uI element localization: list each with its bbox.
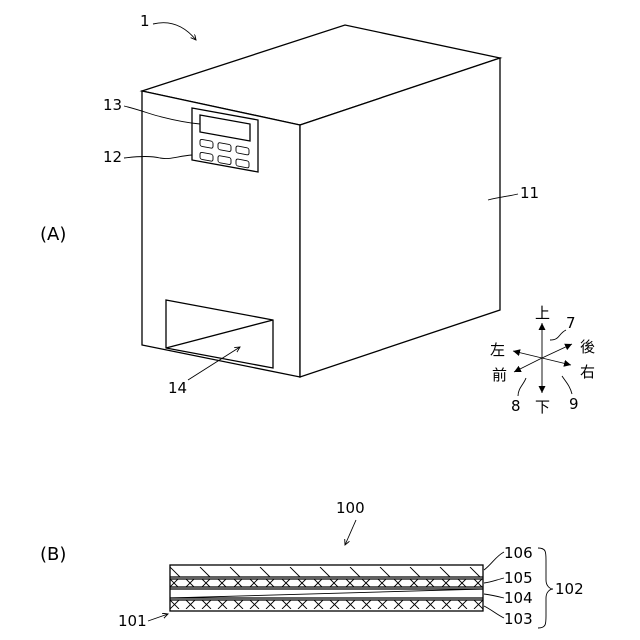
ref-axis-9-leader: [562, 376, 572, 394]
dir-back-label: 後: [580, 338, 595, 356]
figure-b-label: (B): [40, 544, 66, 565]
ref-axis-7-leader: [550, 330, 566, 340]
arrow-right: [542, 358, 571, 365]
figure-a-label: (A): [40, 224, 66, 245]
ref-axis-7-label: 7: [566, 314, 576, 332]
dir-right-label: 右: [580, 363, 595, 381]
layer-103-hatch: [170, 600, 483, 609]
arrow-back: [542, 344, 572, 358]
ref-casing-label: 11: [520, 184, 539, 202]
ref-106-label: 106: [504, 544, 533, 562]
layer-104-hatch: [170, 589, 483, 598]
arrow-left: [513, 351, 542, 358]
ref-103-leader: [484, 606, 504, 618]
ref-outlet-label: 14: [168, 379, 187, 397]
layer-103: [170, 600, 483, 609]
ref-105-leader: [484, 578, 504, 583]
figure-a: (A) 1 13: [40, 12, 595, 416]
layer-104: [170, 589, 483, 598]
ref-106-leader: [484, 552, 504, 570]
dir-left-label: 左: [490, 341, 505, 359]
ref-axis-9-label: 9: [569, 395, 579, 413]
casing-box: [142, 25, 500, 377]
layer-106-hatch: [170, 567, 480, 577]
ref-axis-8-leader: [518, 378, 526, 396]
layer-105: [170, 579, 483, 587]
ref-sheet-arrow: [345, 520, 356, 545]
ref-sheet-label: 100: [336, 499, 365, 517]
ref-103-label: 103: [504, 610, 533, 628]
group-bracket: [538, 548, 553, 628]
ref-bottom-layer-arrow: [148, 614, 168, 621]
dir-front-label: 前: [492, 366, 507, 384]
ref-104-label: 104: [504, 589, 533, 607]
ref-device-arrow: [153, 23, 196, 40]
figure-b: (B) 100: [40, 499, 584, 630]
ref-bottom-layer-label: 101: [118, 612, 147, 630]
ref-group-label: 102: [555, 580, 584, 598]
direction-indicator: 上 下 左 右 前 後 7 8 9: [490, 304, 595, 416]
dir-up-label: 上: [535, 304, 550, 322]
layer-106: [170, 567, 483, 577]
dir-down-label: 下: [535, 398, 550, 416]
sheet-outline: [170, 565, 483, 611]
layer-105-hatch: [170, 579, 482, 587]
ref-device-label: 1: [140, 12, 150, 30]
ref-axis-8-label: 8: [511, 397, 521, 415]
ref-display-label: 13: [103, 96, 122, 114]
arrow-front: [514, 358, 542, 372]
ref-105-label: 105: [504, 569, 533, 587]
ref-panel-label: 12: [103, 148, 122, 166]
layered-sheet: [170, 565, 483, 611]
ref-104-leader: [484, 594, 504, 598]
